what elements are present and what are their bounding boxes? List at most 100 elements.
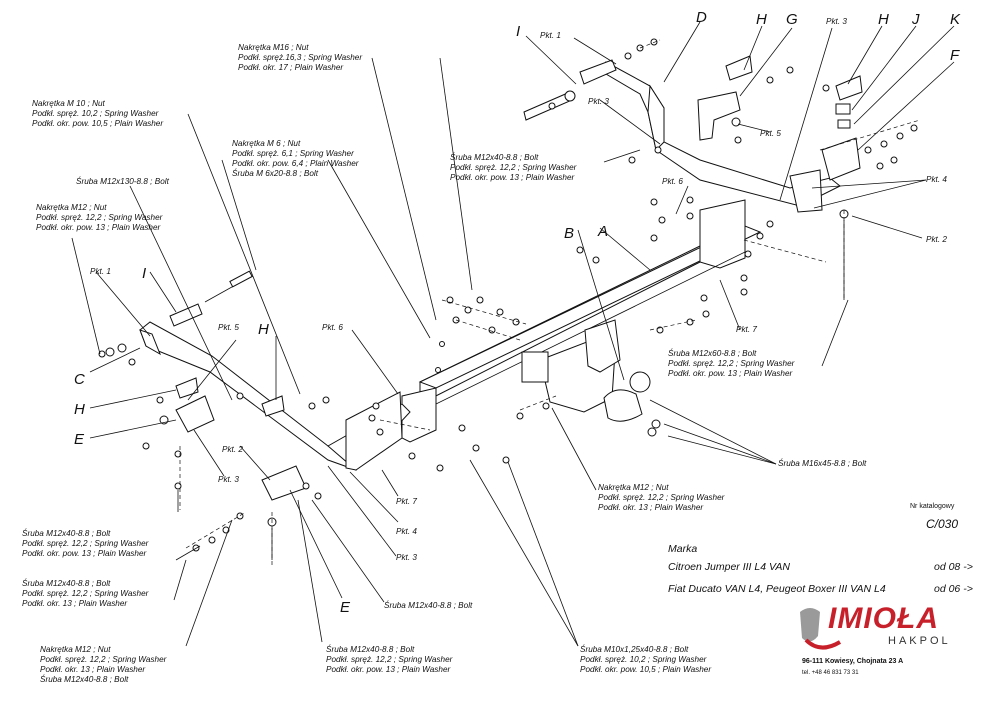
callout-line: Podkł. spręż. 12,2 ; Spring Washer <box>40 655 167 664</box>
callout-line: Podkł. spręż. 12,2 ; Spring Washer <box>598 493 725 502</box>
pkt-7-left: Pkt. 7 <box>396 497 417 506</box>
letter-d: D <box>696 9 707 26</box>
callout-line: Nakrętka M16 ; Nut <box>238 43 309 52</box>
callout-line: Podkł. spręż. 12,2 ; Spring Washer <box>668 359 795 368</box>
callout-line: Śruba M 6x20-8.8 ; Bolt <box>232 167 319 178</box>
vehicle-from-1: od 08 -> <box>934 561 973 573</box>
callout-line: Śruba M12x40-8.8 ; Bolt <box>40 673 129 684</box>
callout-line: Podkł. okr. 13 ; Plain Washer <box>40 665 145 674</box>
callout-bolt-m12x40-short: Śruba M12x40-8.8 ; Bolt <box>384 599 473 610</box>
letter-i-right: I <box>516 23 520 40</box>
callout-line: Nakrętka M12 ; Nut <box>40 645 111 654</box>
callout-line: Śruba M12x40-8.8 ; Bolt <box>450 151 539 162</box>
brand-logo: IMIOŁA HAKPOL 96-111 Kowiesy, Chojnata 2… <box>800 602 951 676</box>
vehicle-model-1: Citroen Jumper III L4 VAN <box>668 561 790 573</box>
callout-nut-m6: Nakrętka M 6 ; Nut Podkł. spręż. 6,1 ; S… <box>232 139 359 178</box>
callout-line: Podkł. okr. pow. 10,5 ; Plain Washer <box>580 665 711 674</box>
pkt-1-right: Pkt. 1 <box>540 31 561 40</box>
callout-bolt-m12x40-bottom: Śruba M12x40-8.8 ; Bolt Podkł. spręż. 12… <box>326 643 453 674</box>
callout-line: Podkł. okr. 17 ; Plain Washer <box>238 63 343 72</box>
brand-phone: tel. +48 46 831 73 31 <box>802 670 859 676</box>
letter-a: A <box>597 223 608 240</box>
pkt-2-right: Pkt. 2 <box>926 235 947 244</box>
callout-line: Nakrętka M12 ; Nut <box>36 203 107 212</box>
callout-line: Podkł. spręż. 12,2 ; Spring Washer <box>326 655 453 664</box>
letter-c: C <box>74 371 85 388</box>
pkt-3-bottom: Pkt. 3 <box>396 553 417 562</box>
pkt-6-left: Pkt. 6 <box>322 323 343 332</box>
tow-ball-mount-b <box>521 319 651 422</box>
letter-j: J <box>911 11 920 28</box>
callout-nut-m16: Nakrętka M16 ; Nut Podkł. spręż.16,3 ; S… <box>238 43 362 72</box>
pkt-5-right: Pkt. 5 <box>760 129 781 138</box>
pkt-3-right: Pkt. 3 <box>588 97 609 106</box>
callout-bolt-m12x130: Śruba M12x130-8.8 ; Bolt <box>76 175 170 186</box>
callout-line: Podkł. okr. 13 ; Plain Washer <box>598 503 703 512</box>
sleeve-i-right <box>523 59 617 121</box>
callout-line: Podkł. spręż. 10,2 ; Spring Washer <box>32 109 159 118</box>
callout-line: Podkł. okr. pow. 13 ; Plain Washer <box>668 369 793 378</box>
callout-line: Podkł. spręż. 10,2 ; Spring Washer <box>580 655 707 664</box>
letter-h-right: H <box>756 11 767 28</box>
letter-f: F <box>950 47 960 64</box>
letter-e-bottom: E <box>340 599 351 616</box>
callout-line: Podkł. spręż. 6,1 ; Spring Washer <box>232 149 354 158</box>
letter-g: G <box>786 11 798 28</box>
vehicle-list: Marka Citroen Jumper III L4 VAN od 08 ->… <box>668 543 973 595</box>
callout-nut-m10: Nakrętka M 10 ; Nut Podkł. spręż. 10,2 ;… <box>32 99 163 128</box>
callout-line: Podkł. spręż. 12,2 ; Spring Washer <box>22 589 149 598</box>
pkt-labels: Pkt. 1 Pkt. 3 Pkt. 3 Pkt. 5 Pkt. 4 Pkt. … <box>90 17 947 562</box>
pkt-4-right: Pkt. 4 <box>926 175 947 184</box>
pkt-6-right: Pkt. 6 <box>662 177 683 186</box>
catalog-number: C/030 <box>926 517 958 531</box>
pkt-3-top: Pkt. 3 <box>826 17 847 26</box>
callout-line: Nakrętka M 6 ; Nut <box>232 139 301 148</box>
pkt-4-left: Pkt. 4 <box>396 527 417 536</box>
letter-b: B <box>564 225 574 242</box>
assembly-lines <box>179 39 921 566</box>
callout-line: Podkł. okr. pow. 13 ; Plain Washer <box>450 173 575 182</box>
callout-line: Podkł. okr. pow. 13 ; Plain Washer <box>36 223 161 232</box>
callout-line: Podkł. okr. pow. 13 ; Plain Washer <box>326 665 451 674</box>
logo-swoosh-icon <box>804 638 842 650</box>
logo-hook-icon <box>800 608 820 642</box>
letter-k: K <box>950 11 961 28</box>
callout-line: Śruba M12x40-8.8 ; Bolt <box>22 527 111 538</box>
callout-line: Podkł. spręż. 12,2 ; Spring Washer <box>22 539 149 548</box>
leader-lines <box>71 21 955 647</box>
callout-line: Nakrętka M 10 ; Nut <box>32 99 106 108</box>
letter-h-leftside: H <box>74 401 85 418</box>
callout-nut-m12-bottom: Nakrętka M12 ; Nut Podkł. spręż. 12,2 ; … <box>40 645 167 684</box>
callout-bolt-m12x40-top: Śruba M12x40-8.8 ; Bolt Podkł. spręż. 12… <box>450 151 577 182</box>
callout-line: Podkł. spręż. 12,2 ; Spring Washer <box>36 213 163 222</box>
callout-line: Podkł. okr. pow. 10,5 ; Plain Washer <box>32 119 163 128</box>
callout-nut-m12-mid: Nakrętka M12 ; Nut Podkł. spręż. 12,2 ; … <box>598 483 725 512</box>
marka-label: Marka <box>668 543 697 555</box>
pkt-1-left: Pkt. 1 <box>90 267 111 276</box>
callout-line: Podkł. okr. pow. 6,4 ; Plain Washer <box>232 159 359 168</box>
vehicle-from-2: od 06 -> <box>934 583 973 595</box>
right-arm-d <box>605 61 841 213</box>
catalog-label: Nr katalogowy <box>910 503 955 510</box>
callout-line: Podkł. okr. 13 ; Plain Washer <box>22 599 127 608</box>
callout-line: Podkł. spręż. 12,2 ; Spring Washer <box>450 163 577 172</box>
callout-line: Śruba M12x60-8.8 ; Bolt <box>668 347 757 358</box>
cross-bar-a <box>401 199 762 443</box>
callout-line: Śruba M12x130-8.8 ; Bolt <box>76 175 170 186</box>
pkt-5-left: Pkt. 5 <box>218 323 239 332</box>
brand-address: 96-111 Kowiesy, Chojnata 23 A <box>802 658 903 665</box>
part-letter-labels: I D H G H J K F B A I H C H E E <box>74 9 961 616</box>
letter-h-left: H <box>258 321 269 338</box>
callout-nut-m12-left: Nakrętka M12 ; Nut Podkł. spręż. 12,2 ; … <box>36 203 163 232</box>
pkt-2-left: Pkt. 2 <box>222 445 243 454</box>
fasteners <box>98 38 918 560</box>
callout-line: Śruba M16x45-8.8 ; Bolt <box>778 457 867 468</box>
catalog-info: Nr katalogowy C/030 <box>910 503 958 531</box>
callout-bolt-m12x60: Śruba M12x60-8.8 ; Bolt Podkł. spręż. 12… <box>668 347 795 378</box>
letter-h-far: H <box>878 11 889 28</box>
callout-line: Nakrętka M12 ; Nut <box>598 483 669 492</box>
callout-line: Podkł. spręż.16,3 ; Spring Washer <box>238 53 362 62</box>
brand-sub: HAKPOL <box>888 635 951 647</box>
